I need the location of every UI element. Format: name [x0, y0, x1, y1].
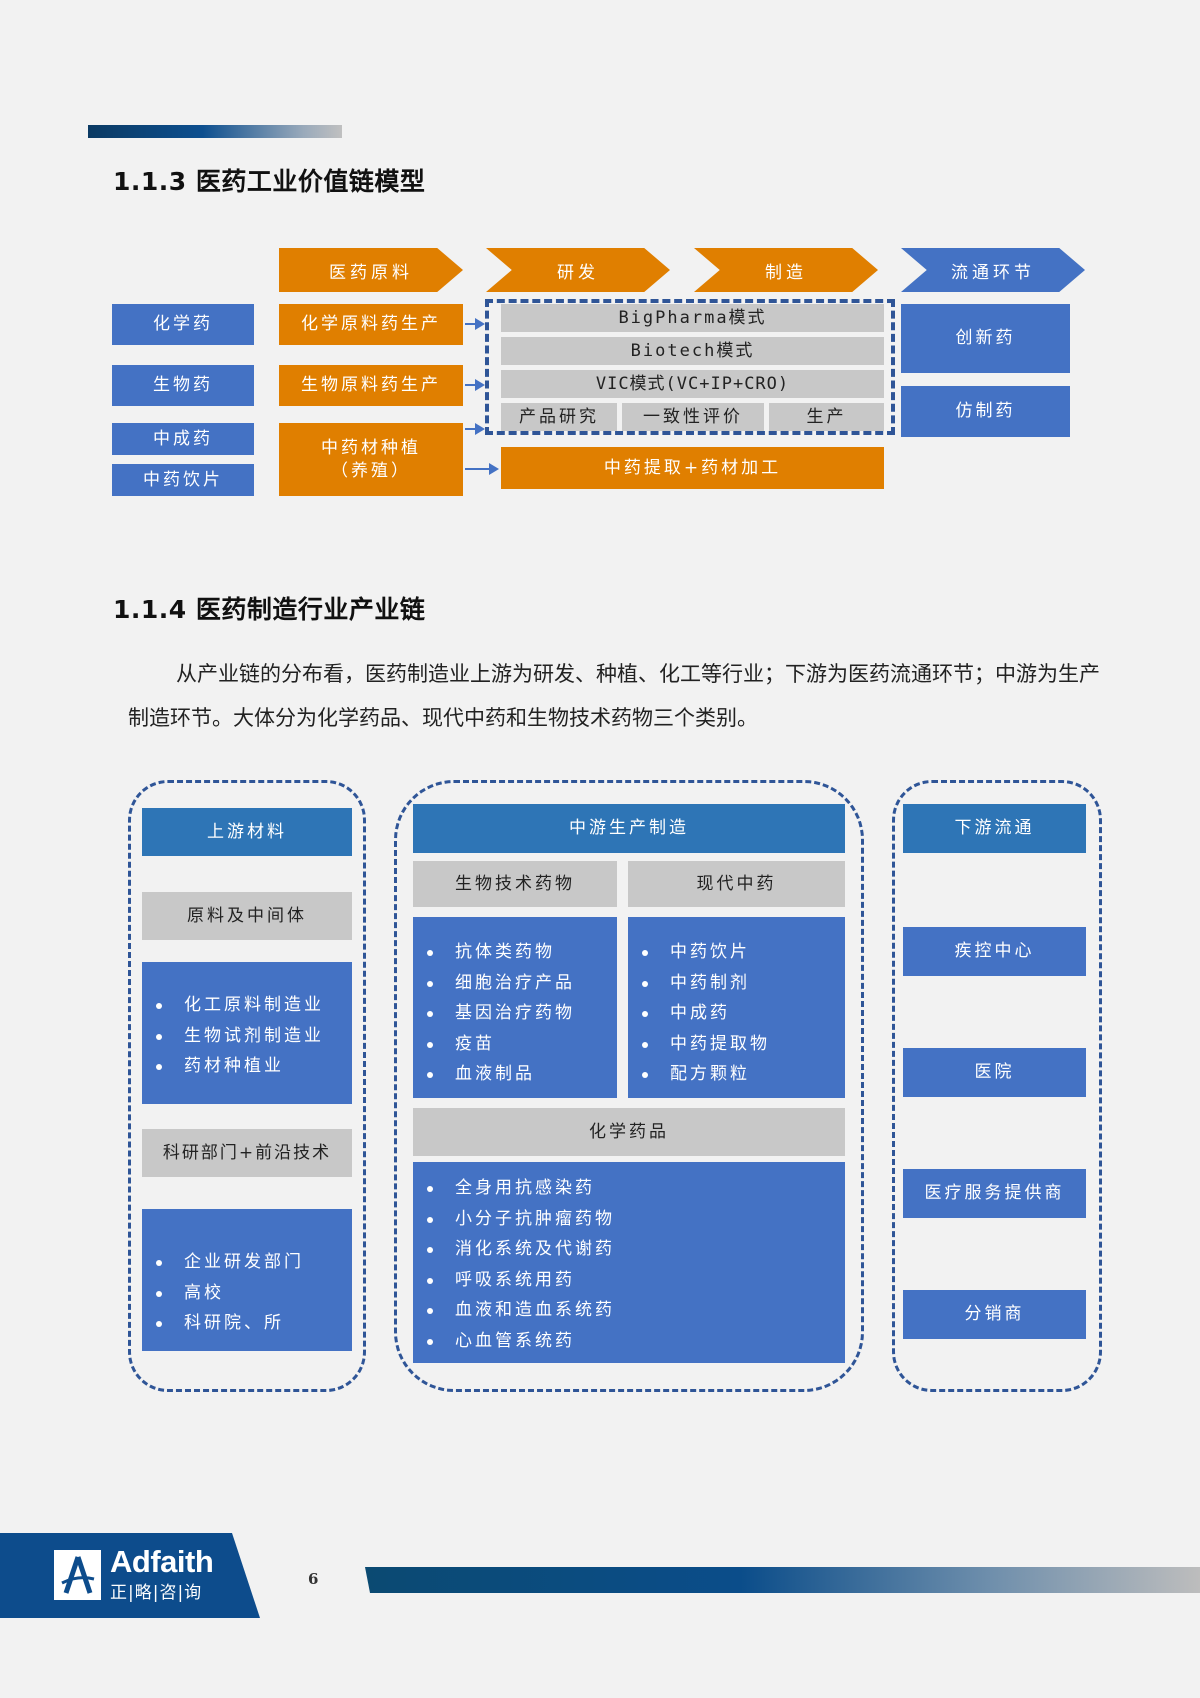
- downstream-healthcare-provider: 医疗服务提供商: [903, 1169, 1086, 1218]
- list-item: 基因治疗药物: [413, 998, 617, 1029]
- arrow-icon: [465, 379, 485, 391]
- list-item: 中药提取物: [628, 1029, 845, 1060]
- list-item: 药材种植业: [142, 1051, 352, 1082]
- midstream-bio-title: 生物技术药物: [413, 861, 617, 907]
- raw-tcm-cultivation: 中药材种植 （养殖）: [279, 423, 463, 496]
- list-item: 企业研发部门: [142, 1247, 352, 1278]
- list-item: 科研院、所: [142, 1308, 352, 1339]
- upstream-group1-title: 原料及中间体: [142, 892, 352, 940]
- raw-chemical-api: 化学原料药生产: [279, 304, 463, 345]
- step-product-research: 产品研究: [501, 403, 617, 431]
- list-item: 中药制剂: [628, 968, 845, 999]
- list-item: 抗体类药物: [413, 937, 617, 968]
- upstream-group2-list: 企业研发部门 高校 科研院、所: [142, 1209, 352, 1351]
- midstream-tcm-list: 中药饮片 中药制剂 中成药 中药提取物 配方颗粒: [628, 917, 845, 1098]
- brand-name: Adfaith: [110, 1544, 214, 1579]
- step-production: 生产: [769, 403, 884, 431]
- arrow-icon: [465, 423, 485, 435]
- rnd-manufacturing-container: [485, 299, 895, 435]
- list-item: 心血管系统药: [413, 1326, 845, 1357]
- circulation-innovative-drugs: 创新药: [901, 304, 1070, 373]
- model-bigpharma: BigPharma模式: [501, 304, 884, 332]
- upstream-container: [128, 780, 366, 1392]
- list-item: 全身用抗感染药: [413, 1173, 845, 1204]
- downstream-header: 下游流通: [903, 804, 1086, 853]
- upstream-header: 上游材料: [142, 808, 352, 856]
- stage-circulation: 流通环节: [901, 248, 1085, 292]
- stage-rnd: 研发: [486, 248, 670, 292]
- header-gradient-bar: [88, 125, 342, 138]
- step-consistency-eval: 一致性评价: [622, 403, 764, 431]
- list-item: 中成药: [628, 998, 845, 1029]
- list-item: 生物试剂制造业: [142, 1021, 352, 1052]
- upstream-group2-title: 科研部门+前沿技术: [142, 1129, 352, 1177]
- stage-raw-materials: 医药原料: [279, 248, 463, 292]
- list-item: 高校: [142, 1278, 352, 1309]
- tcm-extraction-processing: 中药提取+药材加工: [501, 447, 884, 489]
- downstream-distributor: 分销商: [903, 1290, 1086, 1339]
- section-title-114: 1.1.4 医药制造行业产业链: [113, 595, 426, 624]
- list-item: 血液制品: [413, 1059, 617, 1090]
- section-114-paragraph: 从产业链的分布看，医药制造业上游为研发、种植、化工等行业；下游为医药流通环节；中…: [128, 662, 1100, 730]
- page-number: 6: [308, 1570, 319, 1588]
- downstream-container: [892, 780, 1102, 1392]
- drug-type-biological: 生物药: [112, 365, 254, 406]
- midstream-tcm-title: 现代中药: [628, 861, 845, 907]
- model-biotech: Biotech模式: [501, 337, 884, 365]
- brand-name-cn: 正|略|咨|询: [110, 1583, 203, 1603]
- adfaith-logo-icon: [54, 1550, 101, 1600]
- upstream-group1-list: 化工原料制造业 生物试剂制造业 药材种植业: [142, 962, 352, 1104]
- footer-logo-banner: [0, 1533, 260, 1618]
- list-item: 疫苗: [413, 1029, 617, 1060]
- downstream-hospital: 医院: [903, 1048, 1086, 1097]
- list-item: 化工原料制造业: [142, 990, 352, 1021]
- model-vic: VIC模式(VC+IP+CRO): [501, 370, 884, 398]
- list-item: 消化系统及代谢药: [413, 1234, 845, 1265]
- drug-type-chemical: 化学药: [112, 304, 254, 345]
- circulation-generic-drugs: 仿制药: [901, 386, 1070, 437]
- list-item: 血液和造血系统药: [413, 1295, 845, 1326]
- arrow-icon: [465, 463, 499, 475]
- list-item: 配方颗粒: [628, 1059, 845, 1090]
- midstream-bio-list: 抗体类药物 细胞治疗产品 基因治疗药物 疫苗 血液制品: [413, 917, 617, 1098]
- midstream-container: [394, 780, 864, 1392]
- stage-manufacturing: 制造: [694, 248, 878, 292]
- arrow-icon: [465, 318, 485, 330]
- list-item: 呼吸系统用药: [413, 1265, 845, 1296]
- drug-type-tcm-slices: 中药饮片: [112, 464, 254, 496]
- raw-biological-api: 生物原料药生产: [279, 365, 463, 406]
- footer-gradient-bar: [365, 1567, 1200, 1593]
- list-item: 细胞治疗产品: [413, 968, 617, 999]
- list-item: 小分子抗肿瘤药物: [413, 1204, 845, 1235]
- midstream-chem-title: 化学药品: [413, 1108, 845, 1156]
- midstream-header: 中游生产制造: [413, 804, 845, 853]
- drug-type-tcm-patent: 中成药: [112, 423, 254, 455]
- midstream-chem-list: 全身用抗感染药 小分子抗肿瘤药物 消化系统及代谢药 呼吸系统用药 血液和造血系统…: [413, 1162, 845, 1363]
- section-title-113: 1.1.3 医药工业价值链模型: [113, 167, 426, 196]
- downstream-cdc: 疾控中心: [903, 927, 1086, 976]
- list-item: 中药饮片: [628, 937, 845, 968]
